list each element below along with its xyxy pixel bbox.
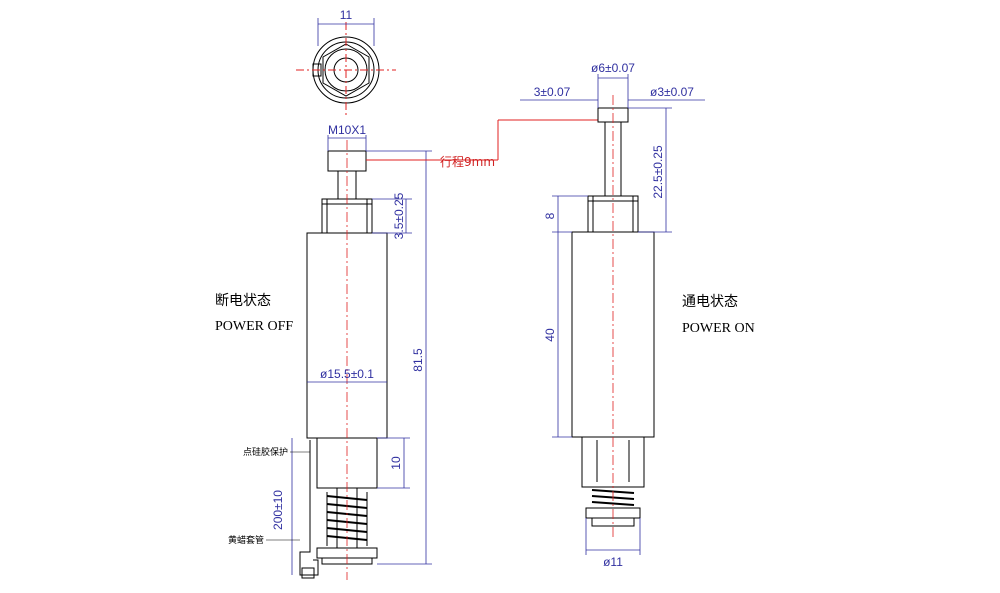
- top-width-label: 11: [340, 8, 353, 22]
- on-dimensions: [520, 74, 705, 555]
- on-head-h-label: 3±0.07: [534, 85, 571, 99]
- off-lead-len-label: 200±10: [271, 490, 285, 530]
- on-base-dia-label: ø11: [603, 555, 623, 569]
- dim-top-width: [317, 18, 375, 46]
- off-total-label: 81.5: [411, 348, 425, 372]
- note-sleeve: 黄蜡套管: [228, 534, 264, 546]
- off-collar-label: 3.5±0.25: [392, 192, 406, 239]
- off-spring-len-label: 10: [389, 456, 403, 470]
- thread-label: M10X1: [328, 123, 366, 137]
- on-extension-label: 22.5±0.25: [651, 145, 665, 199]
- power-off-view: [299, 150, 388, 579]
- on-shaft-dia-label: ø3±0.07: [650, 85, 694, 99]
- off-dimensions: [291, 135, 432, 575]
- on-plunger-dia-label: ø6±0.07: [591, 61, 635, 75]
- on-collar-label: 8: [543, 212, 557, 219]
- stroke-marker: [366, 119, 598, 161]
- off-state-cn: 断电状态: [215, 293, 271, 309]
- on-state-en: POWER ON: [682, 321, 755, 336]
- on-body-label: 40: [543, 328, 557, 342]
- stroke-label: 行程9mm: [440, 154, 495, 169]
- note-glue: 点硅胶保护: [243, 446, 288, 458]
- top-view: [296, 22, 396, 115]
- off-state-en: POWER OFF: [215, 319, 293, 334]
- on-state-cn: 通电状态: [682, 294, 738, 310]
- off-body-dia-label: ø15.5±0.1: [320, 367, 374, 381]
